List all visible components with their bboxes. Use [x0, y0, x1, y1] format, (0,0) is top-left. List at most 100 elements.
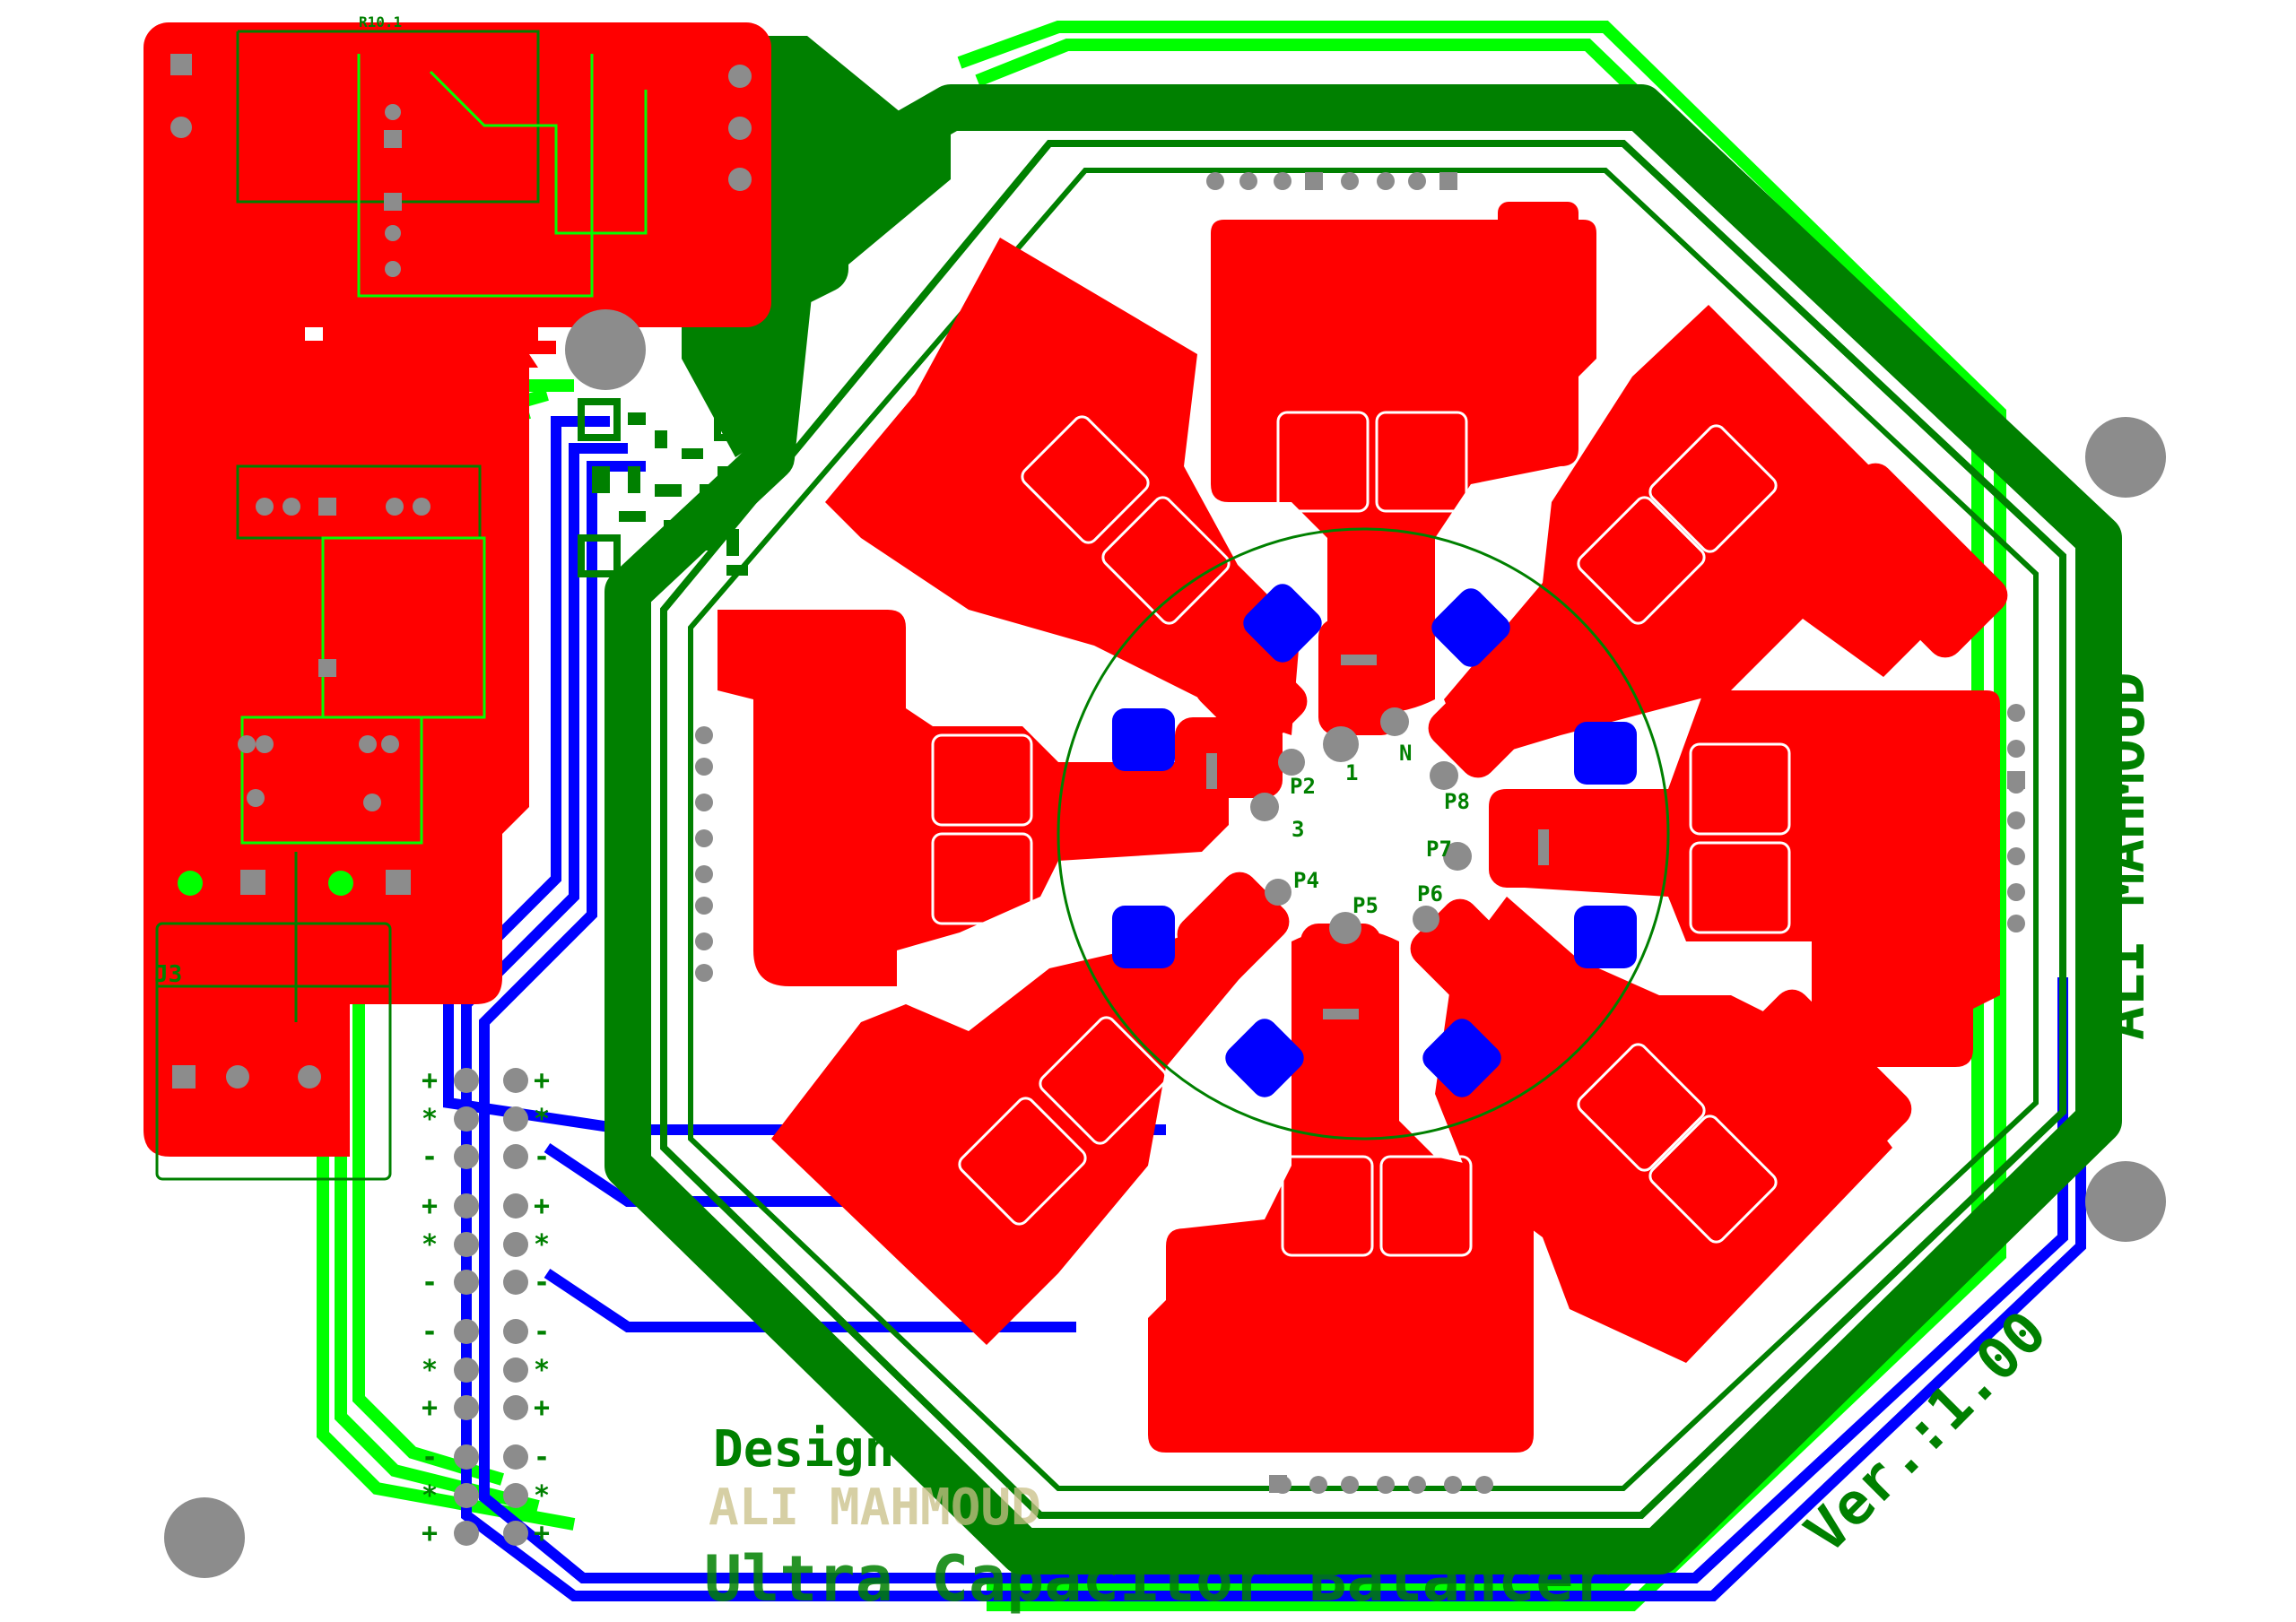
connector-pin	[454, 1483, 479, 1508]
ic-pad	[256, 498, 274, 516]
connector-pin	[503, 1521, 528, 1546]
connector-pin	[503, 1319, 528, 1344]
connector-label-left: -	[422, 1316, 438, 1348]
connector-pin	[503, 1193, 528, 1219]
mounting-hole-bottom-left	[164, 1497, 245, 1578]
connector-label-left: +	[422, 1065, 438, 1097]
central-hub: 1 P2 3 P4 P5 P6 P7 P8 N	[1057, 527, 1670, 1141]
hub-pad-6	[1413, 906, 1439, 932]
connector-pin	[503, 1144, 528, 1169]
ic-pad	[386, 498, 404, 516]
mounting-hole-top-left	[565, 309, 646, 390]
ic-pad	[318, 498, 336, 516]
balancer-cell-top-left	[825, 238, 1300, 735]
mounting-hole-top-right	[2085, 417, 2166, 498]
connector-pin	[454, 1232, 479, 1257]
ic-pad	[385, 104, 401, 120]
terminal-pad	[386, 870, 411, 895]
connector-pin	[454, 1144, 479, 1169]
connector-label-right: *	[534, 1480, 550, 1512]
connector-label-left: *	[422, 1355, 438, 1386]
connector-label-left: -	[422, 1442, 438, 1473]
header-pad	[728, 117, 752, 140]
hub-pad-2	[1278, 749, 1305, 776]
connector-pin	[503, 1068, 528, 1093]
balancer-cell-bottom-right	[1435, 897, 1912, 1363]
header-pad	[728, 168, 752, 191]
terminal-pad	[172, 1065, 196, 1089]
connector-label-right: -	[534, 1316, 550, 1348]
ic-pad	[283, 498, 300, 516]
component-outlines	[931, 411, 1791, 1257]
hub-pad-3	[1250, 793, 1279, 821]
connector-label-left: *	[422, 1104, 438, 1135]
connector-label-right: *	[534, 1104, 550, 1135]
connector-pin	[503, 1232, 528, 1257]
connector-pin	[454, 1444, 479, 1470]
ring-header-pads	[695, 172, 2025, 1494]
hub-label-p1: 1	[1345, 760, 1358, 785]
connector-label-right: +	[534, 1518, 550, 1549]
designer-name-text: ALI MAHMOUD	[709, 1479, 1041, 1537]
hub-pad-7	[1443, 842, 1472, 871]
ic-pad	[413, 498, 430, 516]
header-pad	[170, 117, 192, 138]
ic-pad	[256, 735, 274, 753]
product-title-text: Ultra Capacitor Balancer	[704, 1542, 1611, 1616]
ic-pad	[384, 193, 402, 211]
connector-pin	[503, 1106, 528, 1132]
ic-pad	[318, 659, 336, 677]
ic-pad	[384, 130, 402, 148]
hub-pad-1	[1323, 726, 1359, 762]
ic-pad	[238, 735, 256, 753]
hub-label-p7: P7	[1426, 837, 1452, 862]
connector-label-right: -	[534, 1442, 550, 1473]
connector-label-right: +	[534, 1191, 550, 1222]
connector-pin	[454, 1068, 479, 1093]
terminal-pad	[298, 1065, 321, 1089]
connector-pin	[454, 1270, 479, 1295]
hub-pad-8	[1430, 761, 1458, 790]
hub-pad-5	[1329, 912, 1361, 944]
connector-pin	[503, 1270, 528, 1295]
connector-label-left: +	[422, 1518, 438, 1549]
header-pad	[728, 65, 752, 88]
balancer-cell-top-right	[1444, 305, 2008, 762]
terminal-pad	[328, 871, 353, 896]
ic-pad	[247, 789, 265, 807]
terminal-pad	[226, 1065, 249, 1089]
connector-label-right: *	[534, 1229, 550, 1261]
hub-label-p3: 3	[1292, 817, 1304, 842]
hub-pad-n	[1380, 707, 1409, 736]
connector-pin	[454, 1106, 479, 1132]
mounting-hole-bottom-right	[2085, 1161, 2166, 1242]
header-pad	[170, 54, 192, 75]
connector-label-left: +	[422, 1191, 438, 1222]
hub-label-p4: P4	[1293, 868, 1319, 893]
hub-pad-4	[1265, 879, 1292, 906]
terminal-pad	[178, 871, 203, 896]
connector-pin	[454, 1395, 479, 1420]
connector-pin	[503, 1483, 528, 1508]
version-text: Ver.:1.00	[1793, 1299, 2060, 1566]
balancer-cell-left	[718, 610, 1229, 986]
connector-pin	[503, 1395, 528, 1420]
connector-label-left: -	[422, 1267, 438, 1298]
connector-pin	[454, 1319, 479, 1344]
module-ref-r10: R10.1	[359, 13, 402, 30]
balancer-cell-top	[1211, 202, 1596, 713]
ic-pad	[359, 735, 377, 753]
connector-label-right: +	[534, 1065, 550, 1097]
connector-label-right: +	[534, 1392, 550, 1424]
connector-label-left: +	[422, 1392, 438, 1424]
ic-pad	[385, 261, 401, 277]
hub-label-p5: P5	[1352, 893, 1378, 918]
hub-label-p8: P8	[1444, 789, 1470, 814]
designer-prefix-text: Designe	[713, 1420, 925, 1479]
connector-label-right: *	[534, 1355, 550, 1386]
connector-pin	[454, 1521, 479, 1546]
auxiliary-module-bottom: J3	[144, 247, 556, 1181]
connector-label-right: -	[534, 1267, 550, 1298]
author-vertical-text: ALI MAHMOUD	[2092, 672, 2157, 1040]
